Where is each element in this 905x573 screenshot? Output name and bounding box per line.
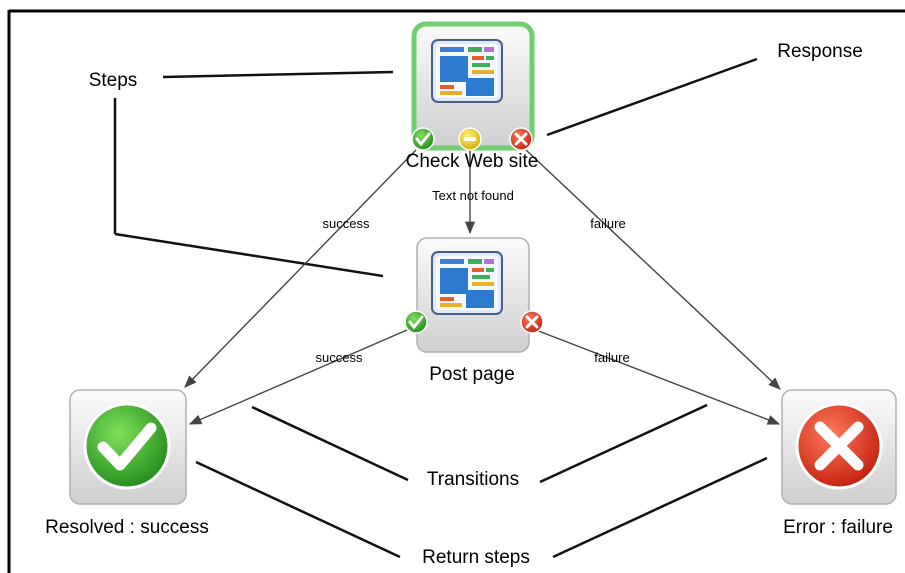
annotation-steps: Steps bbox=[89, 70, 138, 91]
failure-response-icon[interactable] bbox=[520, 310, 544, 334]
node-resolved[interactable]: Resolved : success bbox=[45, 389, 209, 538]
transition-label-check-failure: failure bbox=[590, 216, 625, 231]
annotation-return-steps: Return steps bbox=[422, 547, 530, 568]
transition-label-post-failure: failure bbox=[594, 350, 629, 365]
node-label-resolved: Resolved : success bbox=[45, 517, 209, 538]
web-page-icon bbox=[431, 251, 503, 315]
transition-label-post-success: success bbox=[316, 350, 363, 365]
node-post-page[interactable]: Post page bbox=[404, 237, 544, 385]
success-response-icon[interactable] bbox=[404, 310, 428, 334]
transition-check-success-arrow bbox=[184, 149, 417, 388]
transition-arrows bbox=[184, 149, 781, 425]
transition-label-check-success: success bbox=[323, 216, 370, 231]
success-response-icon[interactable] bbox=[411, 127, 435, 151]
transition-label-text-not-found: Text not found bbox=[432, 188, 514, 203]
neutral-response-icon[interactable] bbox=[458, 127, 482, 151]
node-error[interactable]: Error : failure bbox=[781, 389, 897, 538]
green-check-icon bbox=[83, 402, 171, 490]
annotation-response: Response bbox=[777, 41, 863, 62]
node-check-web-site[interactable]: Check Web site bbox=[406, 21, 539, 172]
annotation-transitions: Transitions bbox=[427, 469, 519, 490]
node-label-error: Error : failure bbox=[783, 517, 893, 538]
web-page-icon bbox=[431, 39, 503, 103]
transition-check-failure-arrow bbox=[525, 149, 781, 390]
red-x-icon bbox=[795, 402, 883, 490]
annotation-lines bbox=[113, 57, 768, 559]
transition-post-success-arrow bbox=[188, 329, 408, 425]
transition-post-failure-arrow bbox=[535, 329, 781, 425]
failure-response-icon[interactable] bbox=[509, 127, 533, 151]
node-label-post-page: Post page bbox=[429, 364, 515, 385]
node-label-check-web-site: Check Web site bbox=[406, 151, 539, 172]
